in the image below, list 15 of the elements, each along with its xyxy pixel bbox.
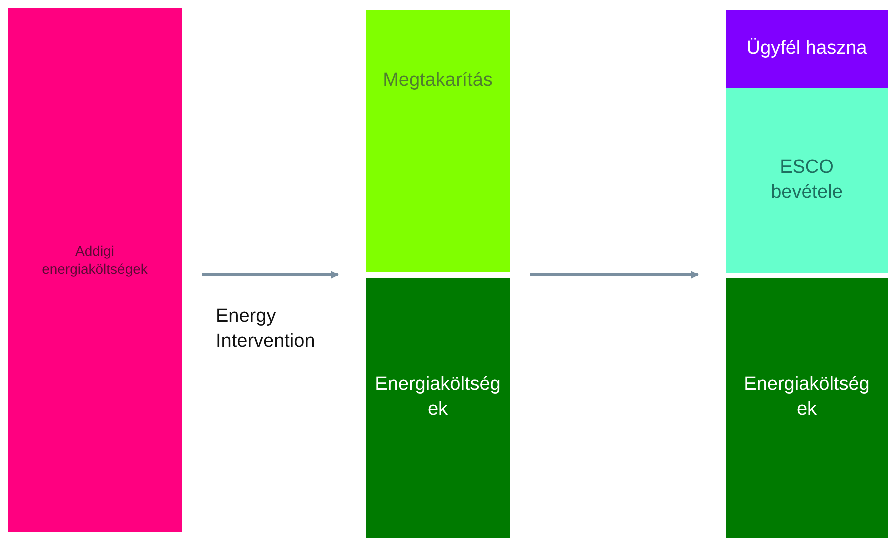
savings-bar — [366, 10, 510, 272]
cost-bar — [8, 8, 182, 532]
bar-label: ESCO bevétele — [770, 156, 844, 204]
arrow — [202, 271, 339, 279]
bar-label: Ügyfél haszna — [746, 36, 868, 61]
edge-label: Energy Intervention — [216, 305, 316, 354]
bar-label: Energiaköltségek — [743, 373, 871, 422]
bar-label: Energiaköltségek — [374, 373, 502, 422]
bar-label: Addigi energiaköltségek — [41, 242, 149, 278]
revenue-bar — [726, 88, 888, 273]
cost-bar — [726, 278, 888, 538]
arrow — [530, 271, 699, 279]
cost-bar — [366, 278, 510, 538]
bar-label: Megtakarítás — [383, 68, 493, 93]
benefit-bar — [726, 10, 888, 88]
